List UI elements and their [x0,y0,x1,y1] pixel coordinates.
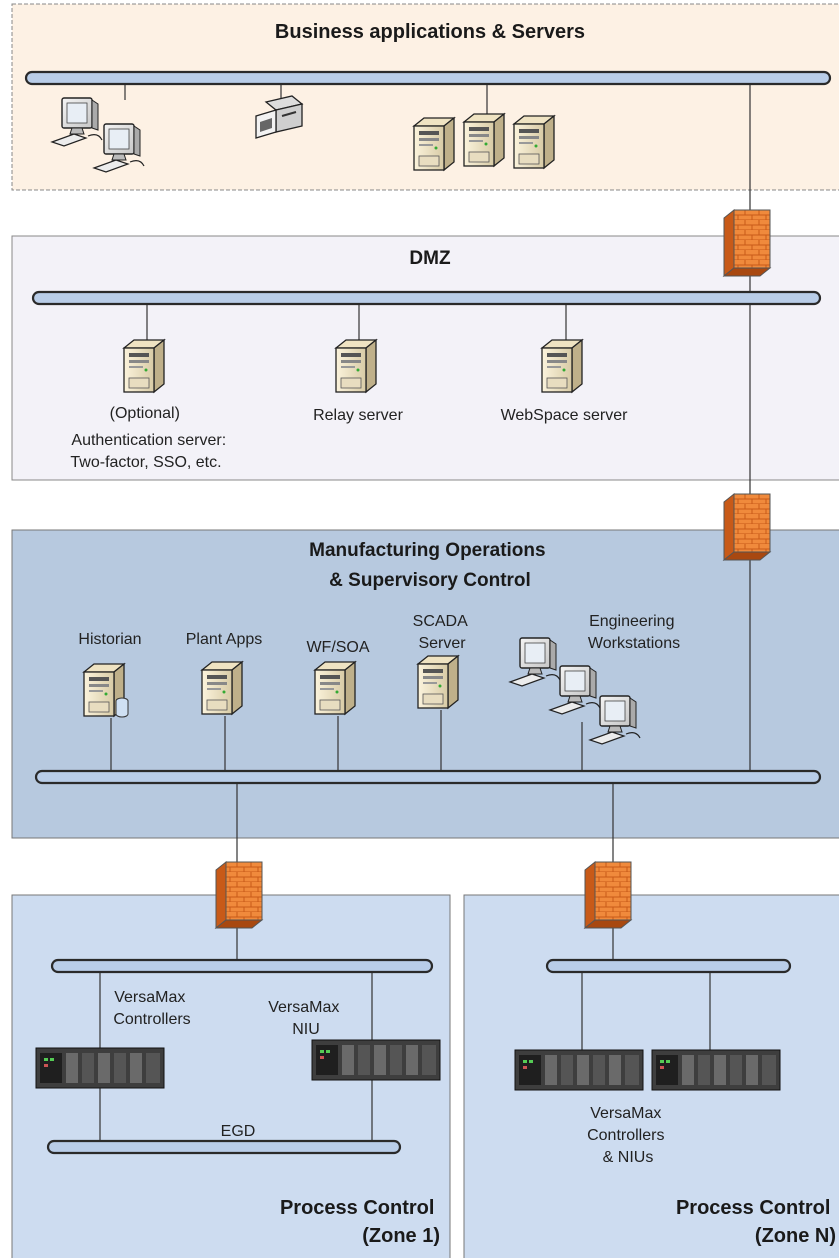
auth-server-label-line-3: Two-factor, SSO, etc. [70,454,221,471]
webspace-server-label: WebSpace server [501,407,629,424]
relay-server-icon [335,339,377,393]
devices-label-line-1: VersaMax [590,1105,661,1122]
zonen-title-line-1: Process Control [676,1197,830,1219]
zonen-title-line-2: (Zone N) [755,1225,836,1247]
scada-label-line-1: SCADA [413,613,468,630]
server-icon [513,115,555,169]
niu-label-line-1: VersaMax [268,999,339,1016]
dmz-network-bus [31,290,822,306]
manufacturing-title-line-1: Manufacturing Operations [309,540,545,561]
scada-label-line-2: Server [418,635,466,652]
engineering-label-line-2: Workstations [588,635,680,652]
database-icon [115,697,129,718]
devices-label-line-3: & NIUs [603,1149,654,1166]
firewall-icon [584,861,632,929]
engineering-label-line-1: Engineering [589,613,674,630]
authentication-server-icon [123,339,165,393]
relay-server-label: Relay server [313,407,403,424]
engineering-workstations-label: Engineering Workstations [588,613,680,652]
plc-controller-icon [514,1049,644,1091]
scada-server-label: SCADA Server [413,613,472,652]
server-icon [413,117,455,171]
zone1-egd-bus [46,1139,402,1155]
plc-controller-icon [651,1049,781,1091]
zone1-network-bus [50,958,434,974]
plc-controller-icon [35,1047,165,1089]
firewall-icon [723,493,771,561]
manufacturing-title-line-2: & Supervisory Control [329,570,531,591]
plant-apps-label: Plant Apps [186,631,263,648]
niu-label-line-2: NIU [292,1021,320,1038]
dmz-zone-title: DMZ [409,248,451,269]
zonen-network-bus [545,958,792,974]
manufacturing-network-bus [34,769,822,785]
firewall-icon [723,209,771,277]
webspace-server-icon [541,339,583,393]
business-zone-title: Business applications & Servers [275,21,585,43]
business-network-bus [24,70,832,86]
zone1-title-line-1: Process Control [280,1197,434,1219]
manufacturing-zone-title: Manufacturing Operations & Supervisory C… [309,540,551,591]
server-icon [463,113,505,167]
versamax-devices-label: VersaMax Controllers & NIUs [587,1105,669,1166]
historian-label: Historian [78,631,141,648]
controllers-label-line-1: VersaMax [114,989,185,1006]
scada-server-icon [417,655,459,709]
auth-server-label: (Optional) Authentication server: Two-fa… [70,405,230,471]
auth-server-label-line-2: Authentication server: [71,432,226,449]
devices-label-line-2: Controllers [587,1127,664,1144]
controllers-label-line-2: Controllers [113,1011,190,1028]
wf-soa-label: WF/SOA [306,639,369,656]
firewall-icon [215,861,263,929]
plant-apps-server-icon [201,661,243,715]
versamax-controllers-label: VersaMax Controllers [113,989,190,1028]
zone1-title-line-2: (Zone 1) [362,1225,440,1247]
zone1-title: Process Control (Zone 1) [280,1197,440,1247]
auth-server-label-line-1: (Optional) [110,405,180,422]
versamax-niu-label: VersaMax NIU [268,999,344,1038]
egd-label: EGD [221,1123,256,1140]
wf-soa-server-icon [314,661,356,715]
zonen-title: Process Control (Zone N) [676,1197,836,1247]
plc-niu-icon [311,1039,441,1081]
